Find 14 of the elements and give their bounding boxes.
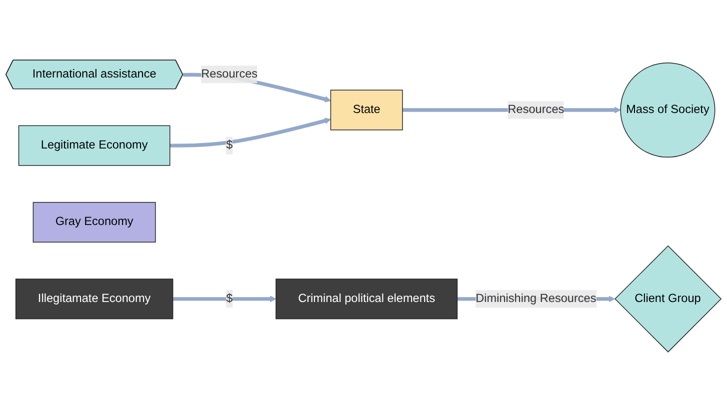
arrow (172, 296, 276, 302)
node-box: State (330, 90, 403, 130)
edge-label: Resources (508, 103, 564, 116)
arrow (170, 118, 331, 148)
node-box: Criminal political elements (276, 278, 458, 320)
edge-label: $ (226, 292, 233, 305)
node-box: Legitimate Economy (18, 125, 170, 166)
node-circle: Mass of Society (620, 62, 716, 158)
node-box: Gray Economy (32, 202, 156, 243)
edge-label: $ (226, 138, 233, 152)
edge-label: Diminishing Resources (476, 292, 596, 305)
node-diamond: Client Group (614, 245, 722, 352)
node-box: Illegitamate Economy (15, 278, 174, 320)
edge-label: Resources (201, 68, 258, 80)
